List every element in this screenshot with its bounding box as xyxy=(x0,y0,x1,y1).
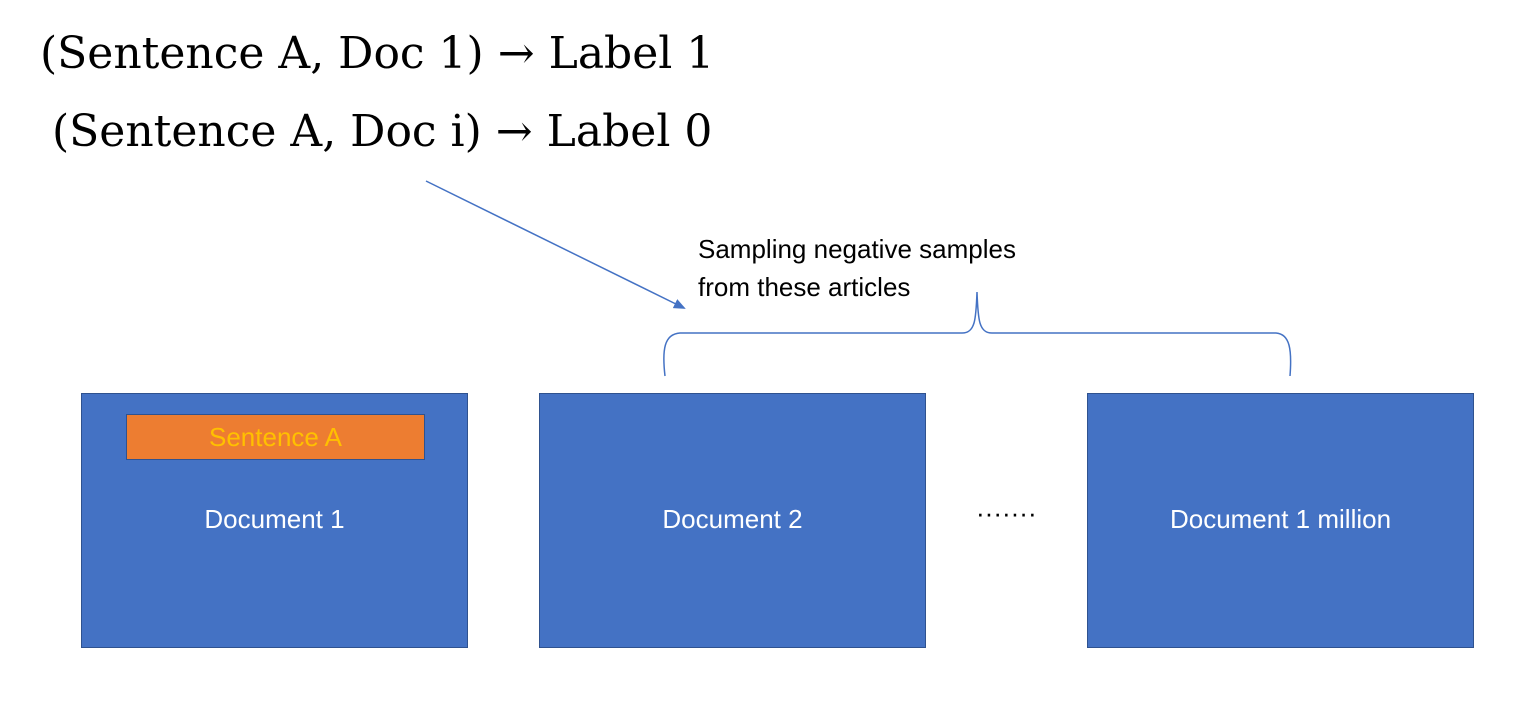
formula-positive-pair: (Sentence A, Doc 1)→Label 1 xyxy=(40,32,714,76)
annotation-line-2: from these articles xyxy=(698,272,911,302)
formula-pair-text: (Sentence A, Doc i) xyxy=(52,106,482,157)
document-2-box: Document 2 xyxy=(539,393,926,648)
right-arrow-icon: → xyxy=(495,106,533,157)
document-million-box: Document 1 million xyxy=(1087,393,1474,648)
document-1-box: Sentence A Document 1 xyxy=(81,393,468,648)
document-label: Document 2 xyxy=(662,504,803,534)
ellipsis: ······· xyxy=(976,498,1037,528)
formula-label-text: Label 1 xyxy=(548,28,715,79)
annotation-line-1: Sampling negative samples xyxy=(698,234,1016,264)
curly-brace xyxy=(663,291,1292,377)
formula-negative-pair: (Sentence A, Doc i)→Label 0 xyxy=(52,110,712,154)
formula-pair-text: (Sentence A, Doc 1) xyxy=(40,28,484,79)
document-label: Document 1 xyxy=(204,504,345,534)
right-arrow-icon: → xyxy=(497,28,535,79)
document-label: Document 1 million xyxy=(1169,504,1392,534)
pointer-arrow xyxy=(425,180,686,309)
sampling-annotation: Sampling negative samples from these art… xyxy=(698,230,1016,306)
sentence-a-box: Sentence A xyxy=(126,414,425,460)
formula-label-text: Label 0 xyxy=(546,106,713,157)
